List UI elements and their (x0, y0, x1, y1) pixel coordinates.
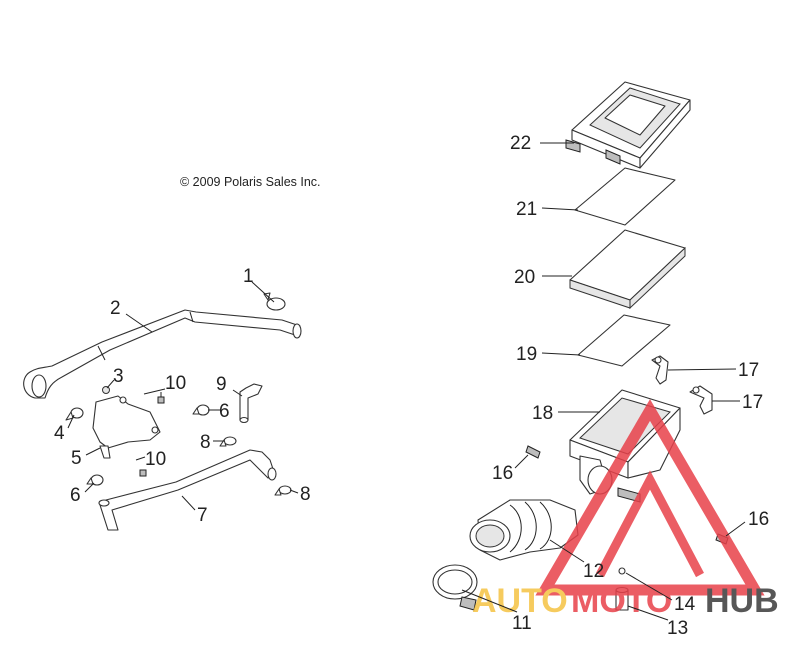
callout-11: 11 (512, 613, 532, 634)
copyright-text: © 2009 Polaris Sales Inc. (180, 175, 321, 189)
part-20-filter-thick (569, 229, 686, 310)
part-8-clamp-upper (219, 436, 237, 447)
callout-10-lower: 10 (145, 449, 166, 470)
callout-21: 21 (516, 199, 537, 220)
callout-6-lower: 6 (70, 485, 81, 506)
part-4-clamp (65, 407, 84, 421)
part-10-bolt-lower (139, 469, 147, 477)
callout-3: 3 (113, 366, 124, 387)
callout-16-left: 16 (492, 463, 513, 484)
watermark-text-hub: HUB (705, 582, 779, 620)
callout-17-lower: 17 (742, 392, 763, 413)
callout-8-lower: 8 (300, 484, 311, 505)
part-19-prefilter (577, 314, 671, 367)
watermark-text-auto: AUTO (472, 582, 568, 620)
part-1-clamp (263, 292, 286, 311)
part-12-intake-boot (469, 499, 579, 561)
callout-17-upper: 17 (738, 360, 759, 381)
part-6-clamp-upper (192, 404, 210, 416)
callout-13: 13 (667, 618, 688, 639)
callout-8-upper: 8 (200, 432, 211, 453)
part-3-fitting (102, 386, 110, 394)
part-11-large-clamp (432, 564, 478, 611)
callout-19: 19 (516, 344, 537, 365)
part-16-bolt-left (525, 445, 541, 459)
callout-7: 7 (197, 505, 208, 526)
part-2-breather-hose (23, 309, 302, 399)
callout-labels: 1 2 3 10 9 6 4 8 5 10 6 8 7 22 21 20 19 … (54, 133, 769, 639)
watermark-m-mark (596, 470, 704, 578)
leader-lines (67, 142, 746, 621)
part-17-clip-upper (651, 355, 669, 385)
callout-16-right: 16 (748, 509, 769, 530)
callout-10-upper: 10 (165, 373, 186, 394)
callout-18: 18 (532, 403, 553, 424)
watermark-logo: AUTO MOTO HUB (472, 399, 779, 620)
callout-5: 5 (71, 448, 82, 469)
callout-20: 20 (514, 267, 535, 288)
watermark-text-moto: MOTO (571, 582, 672, 620)
part-14-oring (618, 567, 626, 575)
callout-1: 1 (243, 266, 254, 287)
part-5-bracket (92, 395, 161, 459)
part-6-clamp-lower (86, 474, 104, 486)
watermark-triangle (535, 399, 765, 596)
callout-9: 9 (216, 374, 227, 395)
part-17-clip-lower (689, 385, 713, 415)
part-10-bolt-upper (157, 392, 165, 404)
part-22-airbox-cover (565, 81, 691, 169)
callout-22: 22 (510, 133, 531, 154)
callout-14: 14 (674, 594, 696, 615)
part-7-lower-hose (98, 449, 277, 531)
callout-2: 2 (110, 298, 121, 319)
part-9-elbow-hose (239, 383, 263, 424)
callout-4: 4 (54, 423, 65, 444)
part-21-filter-thin (574, 167, 676, 226)
part-8-clamp-lower (274, 485, 292, 496)
callout-6-upper: 6 (219, 401, 230, 422)
callout-12: 12 (583, 561, 604, 582)
